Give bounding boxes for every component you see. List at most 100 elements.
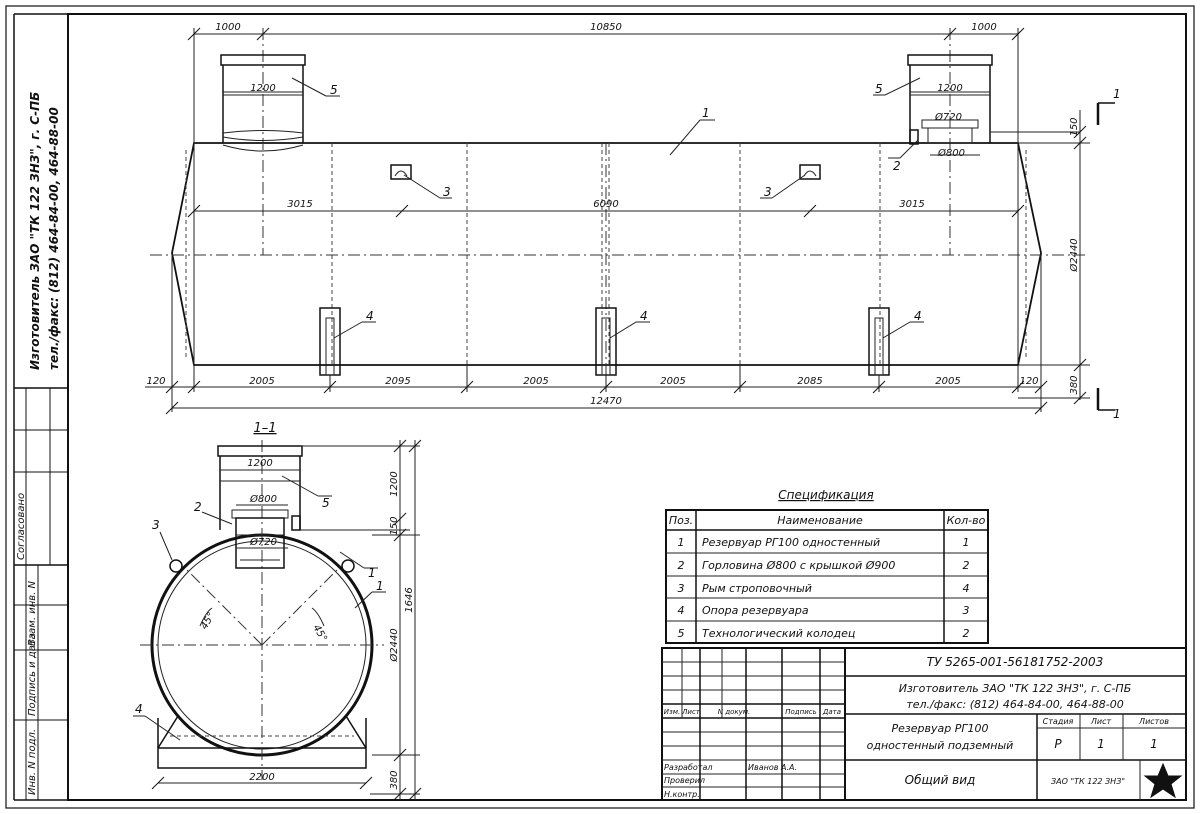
dim-bottom-3: 2005 [523, 376, 548, 387]
dim-rise: 150 [1069, 117, 1080, 136]
callout-4-middle: 4 [640, 309, 648, 323]
dim-bottom-right-end: 120 [1019, 376, 1038, 387]
spec-header-name: Наименование [777, 514, 863, 527]
dim-bottom-4: 2005 [660, 376, 685, 387]
sec-callout-5: 5 [322, 496, 330, 510]
sec-dim-hatch: 1200 [247, 458, 272, 469]
dim-bottom-6: 2005 [935, 376, 960, 387]
sec-dim-neck2: Ø720 [249, 536, 277, 548]
spec-row-pos: 2 [678, 559, 685, 572]
sec-dim-neck1: Ø800 [249, 493, 277, 505]
tb-head-sign: Подпись [785, 708, 817, 716]
tb-head-doc: N докум. [718, 708, 750, 716]
tb-firm: ЗАО "ТК 122 ЗНЗ" [1051, 777, 1125, 786]
tb-stage: Р [1054, 737, 1062, 751]
tb-head-date: Дата [822, 708, 841, 716]
lifting-eye-right [799, 164, 821, 180]
company-logo-star-icon [1143, 762, 1183, 799]
callout-5-right: 5 [875, 82, 883, 96]
tb-sheet: 1 [1097, 737, 1105, 751]
sec-dim-diameter: Ø2440 [388, 628, 400, 662]
callout-5-left: 5 [330, 83, 338, 97]
sec-callout-4: 4 [135, 702, 143, 716]
front-right-dimensions: 150 Ø2440 380 [1018, 110, 1090, 405]
tb-view-name: Общий вид [905, 773, 976, 787]
tb-person-developer: Иванов А.А. [748, 763, 797, 772]
tb-role-checker: Проверил [664, 776, 705, 785]
sec-callout-1b: 1 [376, 579, 384, 593]
front-mid-dimensions: 3015 6090 3015 [187, 199, 1025, 218]
dim-hatch-right: 1200 [937, 83, 962, 94]
tb-sheets: 1 [1150, 737, 1158, 751]
dim-top-right: 1000 [971, 22, 996, 33]
strip-label-sign: Подпись и дата [27, 633, 38, 716]
callout-4-left: 4 [366, 309, 374, 323]
callout-4-right: 4 [914, 309, 922, 323]
spec-header-qty: Кол-во [947, 514, 986, 527]
angle-left: 45° [199, 611, 217, 632]
spec-row-name: Рым строповочный [702, 582, 812, 595]
side-stamp-line1: Изготовитель ЗАО "ТК 122 ЗНЗ", г. С-ПБ [28, 92, 42, 370]
tb-code: ТУ 5265-001-56181752-2003 [927, 655, 1104, 669]
angle-right: 45° [310, 623, 328, 644]
front-bottom-dimensions: 120 2005 2095 2005 2005 2085 2005 120 12… [145, 255, 1048, 415]
sheet-border [5, 5, 1195, 809]
sec-dim-total-height: 1646 [404, 587, 415, 612]
front-callouts: 1 2 3 3 4 4 4 5 5 [291, 77, 924, 339]
front-top-dimensions: 1000 10850 1000 1200 1200 Ø720 Ø800 [187, 22, 1025, 159]
side-stamp: Изготовитель ЗАО "ТК 122 ЗНЗ", г. С-ПБ т… [28, 92, 61, 370]
strip-label-replace: Взам. инв. N [27, 581, 38, 646]
dim-total-length: 12470 [590, 396, 622, 407]
front-view: 1000 10850 1000 1200 1200 Ø720 Ø800 3015… [145, 22, 1121, 421]
tb-head-izm: Изм. [664, 708, 680, 716]
sec-callout-3: 3 [152, 518, 160, 532]
tb-product-line1: Резервуар РГ100 [892, 722, 989, 735]
dim-top-total: 10850 [590, 22, 622, 33]
sec-callout-1a: 1 [368, 566, 376, 580]
dim-bottom-1: 2005 [249, 376, 274, 387]
spec-row-pos: 4 [678, 604, 685, 617]
section-marks: 1 1 [1096, 87, 1121, 421]
sec-dim-hatch-height: 1200 [389, 471, 400, 496]
spec-row-pos: 1 [678, 536, 685, 549]
spec-row-qty: 3 [963, 604, 970, 617]
spec-row-name: Горловина Ø800 с крышкой Ø900 [702, 559, 895, 572]
side-stamp-line2: тел./факс: (812) 464-84-00, 464-88-00 [47, 107, 61, 370]
hatch-right [907, 54, 1080, 156]
callout-1: 1 [702, 106, 710, 120]
base-plate [157, 747, 367, 769]
spec-row-qty: 4 [963, 582, 970, 595]
title-block: Изм. Лист N докум. Подпись Дата Разработ… [661, 647, 1187, 801]
tb-head-list: Лист [681, 708, 701, 716]
callout-3-left: 3 [443, 185, 451, 199]
dim-foot: 380 [1069, 375, 1080, 394]
dim-hatch-left: 1200 [250, 83, 275, 94]
dim-top-left: 1000 [215, 22, 240, 33]
tb-maker-line1: Изготовитель ЗАО "ТК 122 ЗНЗ", г. С-ПБ [899, 682, 1132, 695]
spec-row-qty: 2 [963, 627, 970, 640]
spec-row-qty: 2 [963, 559, 970, 572]
dim-seg-mid: 6090 [593, 199, 618, 210]
dim-bottom-left-end: 120 [146, 376, 165, 387]
spec-title: Спецификация [778, 488, 873, 502]
hatch-left [220, 54, 306, 152]
left-approval-strip: Инв. N подл. Подпись и дата Взам. инв. N… [14, 387, 68, 800]
tb-role-developer: Разработал [664, 763, 712, 772]
section-mark-bottom: 1 [1113, 407, 1121, 421]
spec-row-name: Опора резервуара [702, 604, 809, 617]
tb-role-norm: Н.контр. [664, 790, 700, 799]
sec-dim-foot: 380 [389, 770, 400, 789]
lifting-eye-left [390, 164, 412, 180]
section-title: 1–1 [253, 421, 276, 436]
section-mark-top: 1 [1113, 87, 1121, 101]
callout-2: 2 [893, 159, 901, 173]
specification-table: Спецификация Поз. Наименование Кол-во 1 … [665, 488, 989, 644]
sec-dim-base: 2200 [249, 772, 274, 783]
dim-bottom-5: 2085 [797, 376, 822, 387]
dim-neck-outer: Ø800 [937, 147, 965, 159]
spec-row-name: Технологический колодец [702, 627, 855, 640]
tb-col-sheet: Лист [1090, 717, 1112, 726]
tb-maker-line2: тел./факс: (812) 464-84-00, 464-88-00 [906, 698, 1123, 711]
